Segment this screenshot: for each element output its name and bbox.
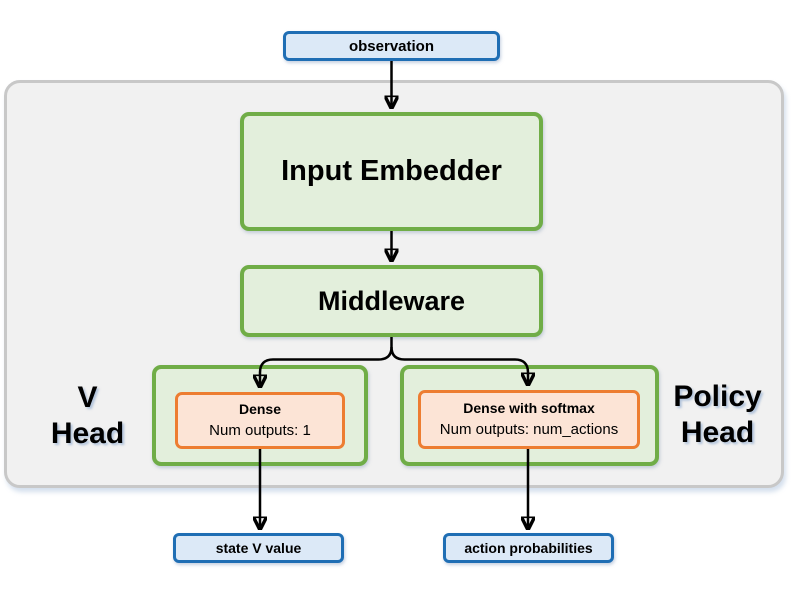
dense-title: Dense bbox=[238, 401, 282, 418]
dense-node: Dense Num outputs: 1 bbox=[175, 392, 345, 449]
input-embedder-node: Input Embedder bbox=[240, 112, 543, 231]
dense-softmax-title: Dense with softmax bbox=[463, 400, 595, 417]
middleware-node: Middleware bbox=[240, 265, 543, 337]
dense-softmax-node: Dense with softmax Num outputs: num_acti… bbox=[418, 390, 640, 449]
state-v-value-node: state V value bbox=[173, 533, 344, 563]
v-head-label-line2: Head bbox=[50, 417, 125, 450]
v-head-label-line1: V bbox=[77, 381, 98, 414]
v-head-label: V Head bbox=[30, 380, 145, 452]
dense-softmax-subtitle: Num outputs: num_actions bbox=[439, 420, 619, 438]
observation-label: observation bbox=[348, 37, 435, 55]
action-probabilities-node: action probabilities bbox=[443, 533, 614, 563]
policy-head-label: Policy Head bbox=[660, 379, 775, 451]
middleware-label: Middleware bbox=[317, 285, 466, 316]
dense-subtitle: Num outputs: 1 bbox=[209, 421, 311, 439]
action-probabilities-label: action probabilities bbox=[464, 540, 593, 556]
policy-head-label-line2: Head bbox=[680, 416, 755, 449]
state-v-value-label: state V value bbox=[215, 540, 302, 556]
observation-node: observation bbox=[283, 31, 500, 61]
input-embedder-label: Input Embedder bbox=[281, 155, 502, 187]
policy-head-label-line1: Policy bbox=[673, 380, 762, 413]
